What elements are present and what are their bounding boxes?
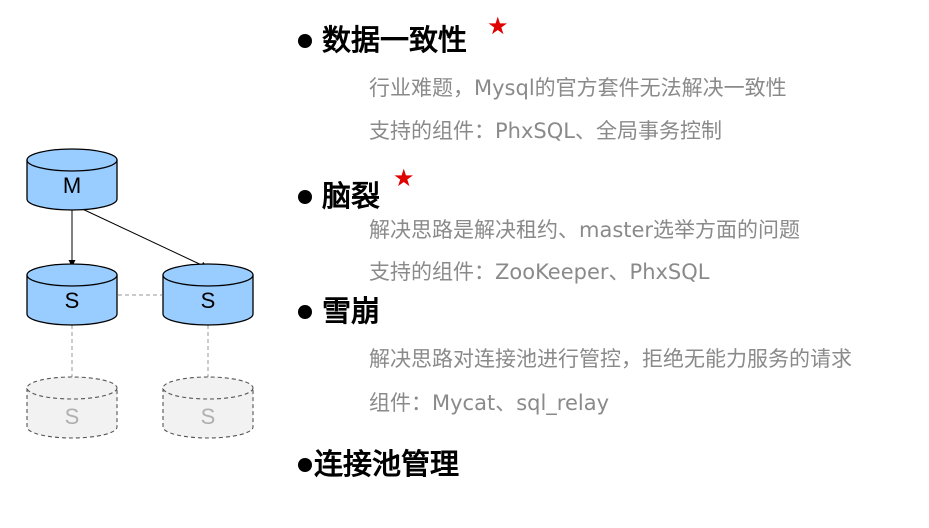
section-split-brain: 脑裂 — [298, 182, 380, 211]
section-title: 脑裂 — [322, 179, 381, 213]
section-line: 支持的组件：PhxSQL、全局事务控制 — [369, 119, 722, 143]
section-line: 行业难题，Mysql的官方套件无法解决一致性 — [369, 76, 787, 100]
section-line: 组件：Mycat、sql_relay — [369, 391, 610, 415]
bullet-dot — [298, 189, 312, 204]
section-line: 解决思路是解决租约、master选举方面的问题 — [369, 218, 801, 242]
section-connection-pool: 连接池管理 — [298, 450, 459, 479]
master-to-slave2-arrow — [75, 205, 209, 269]
section-consistency: 数据一致性 — [298, 26, 467, 55]
section-title: 连接池管理 — [314, 447, 460, 481]
bullet-dot — [298, 457, 312, 472]
ghost-slave1-label: S — [65, 404, 80, 429]
slave-node-1: S — [26, 263, 118, 326]
slave-node-2: S — [162, 263, 254, 326]
ghost-slave-node-1: S — [26, 376, 118, 439]
bullet-dot — [298, 304, 312, 319]
star-icon: ★ — [393, 164, 415, 192]
master-node: M — [26, 148, 118, 211]
slave1-label: S — [65, 288, 80, 313]
section-line: 支持的组件：ZooKeeper、PhxSQL — [369, 260, 710, 284]
ghost-slave2-label: S — [201, 404, 216, 429]
section-line: 解决思路对连接池进行管控，拒绝无能力服务的请求 — [369, 347, 852, 371]
master-label: M — [63, 173, 81, 198]
star-icon: ★ — [487, 12, 509, 40]
section-title: 雪崩 — [322, 294, 381, 328]
section-avalanche: 雪崩 — [298, 297, 380, 326]
ghost-slave-node-2: S — [162, 376, 254, 439]
slave2-label: S — [201, 288, 216, 313]
section-title: 数据一致性 — [322, 23, 468, 57]
replication-diagram: M S S S S — [26, 148, 254, 439]
bullet-dot — [298, 33, 312, 48]
